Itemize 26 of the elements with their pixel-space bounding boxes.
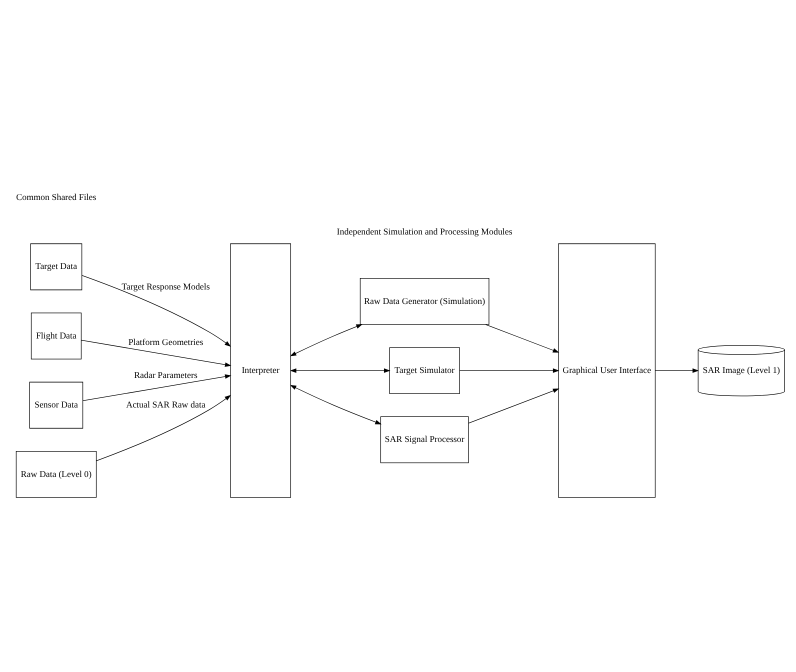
arrow [290, 384, 382, 424]
node-box: Sensor Data [29, 382, 84, 429]
arrow [82, 275, 232, 347]
node-box: Raw Data (Level 0) [16, 451, 97, 498]
edge-label: Platform Geometries [128, 337, 204, 348]
arrow [485, 324, 560, 353]
arrow [290, 324, 363, 356]
arrow [459, 368, 560, 373]
arrow [82, 374, 232, 402]
node-box: Target Data [30, 243, 82, 290]
arrow [468, 388, 560, 424]
arrow [81, 340, 232, 367]
edge-label: Radar Parameters [134, 370, 198, 380]
arrow [290, 368, 390, 373]
node-box: Flight Data [30, 312, 82, 360]
node-box: Raw Data Generator (Simulation) [360, 278, 490, 325]
edge-label: Target Response Models [122, 281, 210, 292]
arrow [96, 394, 232, 462]
label: Independent Simulation and Processing Modules [336, 226, 512, 237]
node-box: Interpreter [230, 243, 292, 498]
arrow [654, 368, 699, 373]
node-box: Graphical User Interface [558, 243, 656, 498]
node-box: SAR Signal Processor [380, 416, 469, 464]
label: Common Shared Files [16, 192, 96, 202]
edge-label: Actual SAR Raw data [126, 399, 206, 410]
node-box: Target Simulator [389, 347, 460, 394]
